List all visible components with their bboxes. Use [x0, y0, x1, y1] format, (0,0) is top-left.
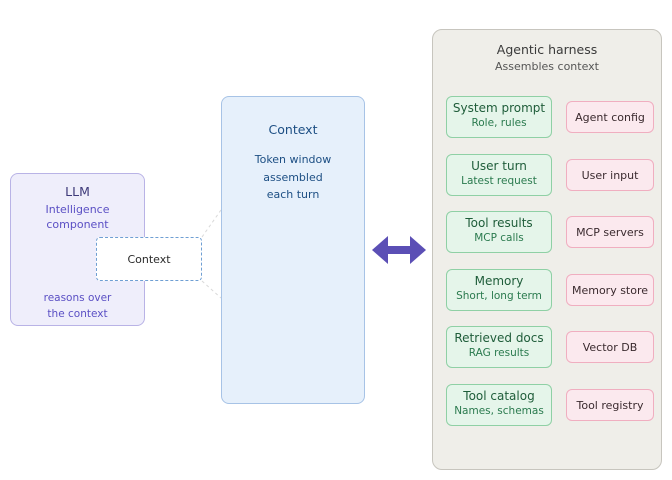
component-subtitle: RAG results: [468, 347, 530, 359]
source-box: Memory store: [566, 274, 654, 306]
source-label: Memory store: [571, 283, 649, 297]
zoom-guide-top: [201, 209, 222, 238]
source-box: Tool registry: [566, 389, 654, 421]
component-title: Retrieved docs: [454, 331, 544, 345]
component-subtitle: MCP calls: [474, 232, 524, 244]
context-line3: each turn: [266, 188, 320, 201]
harness-subtitle: Assembles context: [495, 60, 599, 73]
source-box: MCP servers: [566, 216, 654, 248]
llm-context-label: Context: [127, 252, 171, 266]
component-subtitle: Role, rules: [471, 117, 527, 129]
component-title: System prompt: [452, 101, 546, 115]
component-title: Tool results: [465, 216, 533, 230]
zoom-guide-bottom: [201, 280, 222, 299]
llm-subtitle: Intelligence component: [10, 202, 145, 232]
llm-subtitle-line2: component: [46, 218, 109, 231]
source-label: Agent config: [575, 110, 645, 124]
component-subtitle: Names, schemas: [454, 405, 544, 417]
source-label: MCP servers: [576, 225, 644, 239]
llm-subtitle-line1: Intelligence: [45, 203, 110, 216]
harness-title: Agentic harness: [496, 42, 598, 57]
context-line2: assembled: [263, 170, 323, 184]
llm-footer: reasons over the context: [10, 290, 145, 322]
source-box: User input: [566, 159, 654, 191]
source-label: User input: [581, 168, 639, 182]
source-label: Tool registry: [576, 398, 644, 412]
source-box: Vector DB: [566, 331, 654, 363]
bidirectional-arrow-icon: [372, 236, 426, 264]
component-title: Tool catalog: [463, 389, 535, 403]
component-subtitle: Latest request: [461, 175, 537, 187]
component-title: User turn: [471, 159, 527, 173]
llm-context-window: Context: [96, 237, 202, 281]
context-description: Token window assembled each turn: [221, 151, 365, 204]
context-title: Context: [268, 122, 318, 137]
source-box: Agent config: [566, 101, 654, 133]
component-title: Memory: [474, 274, 524, 288]
llm-title: LLM: [65, 184, 90, 199]
context-line1: Token window: [254, 153, 332, 166]
context-panel: [221, 96, 365, 404]
llm-footer-line1: reasons over: [43, 292, 112, 304]
source-label: Vector DB: [582, 340, 638, 354]
llm-footer-line2: the context: [47, 308, 108, 320]
component-subtitle: Short, long term: [456, 290, 542, 302]
